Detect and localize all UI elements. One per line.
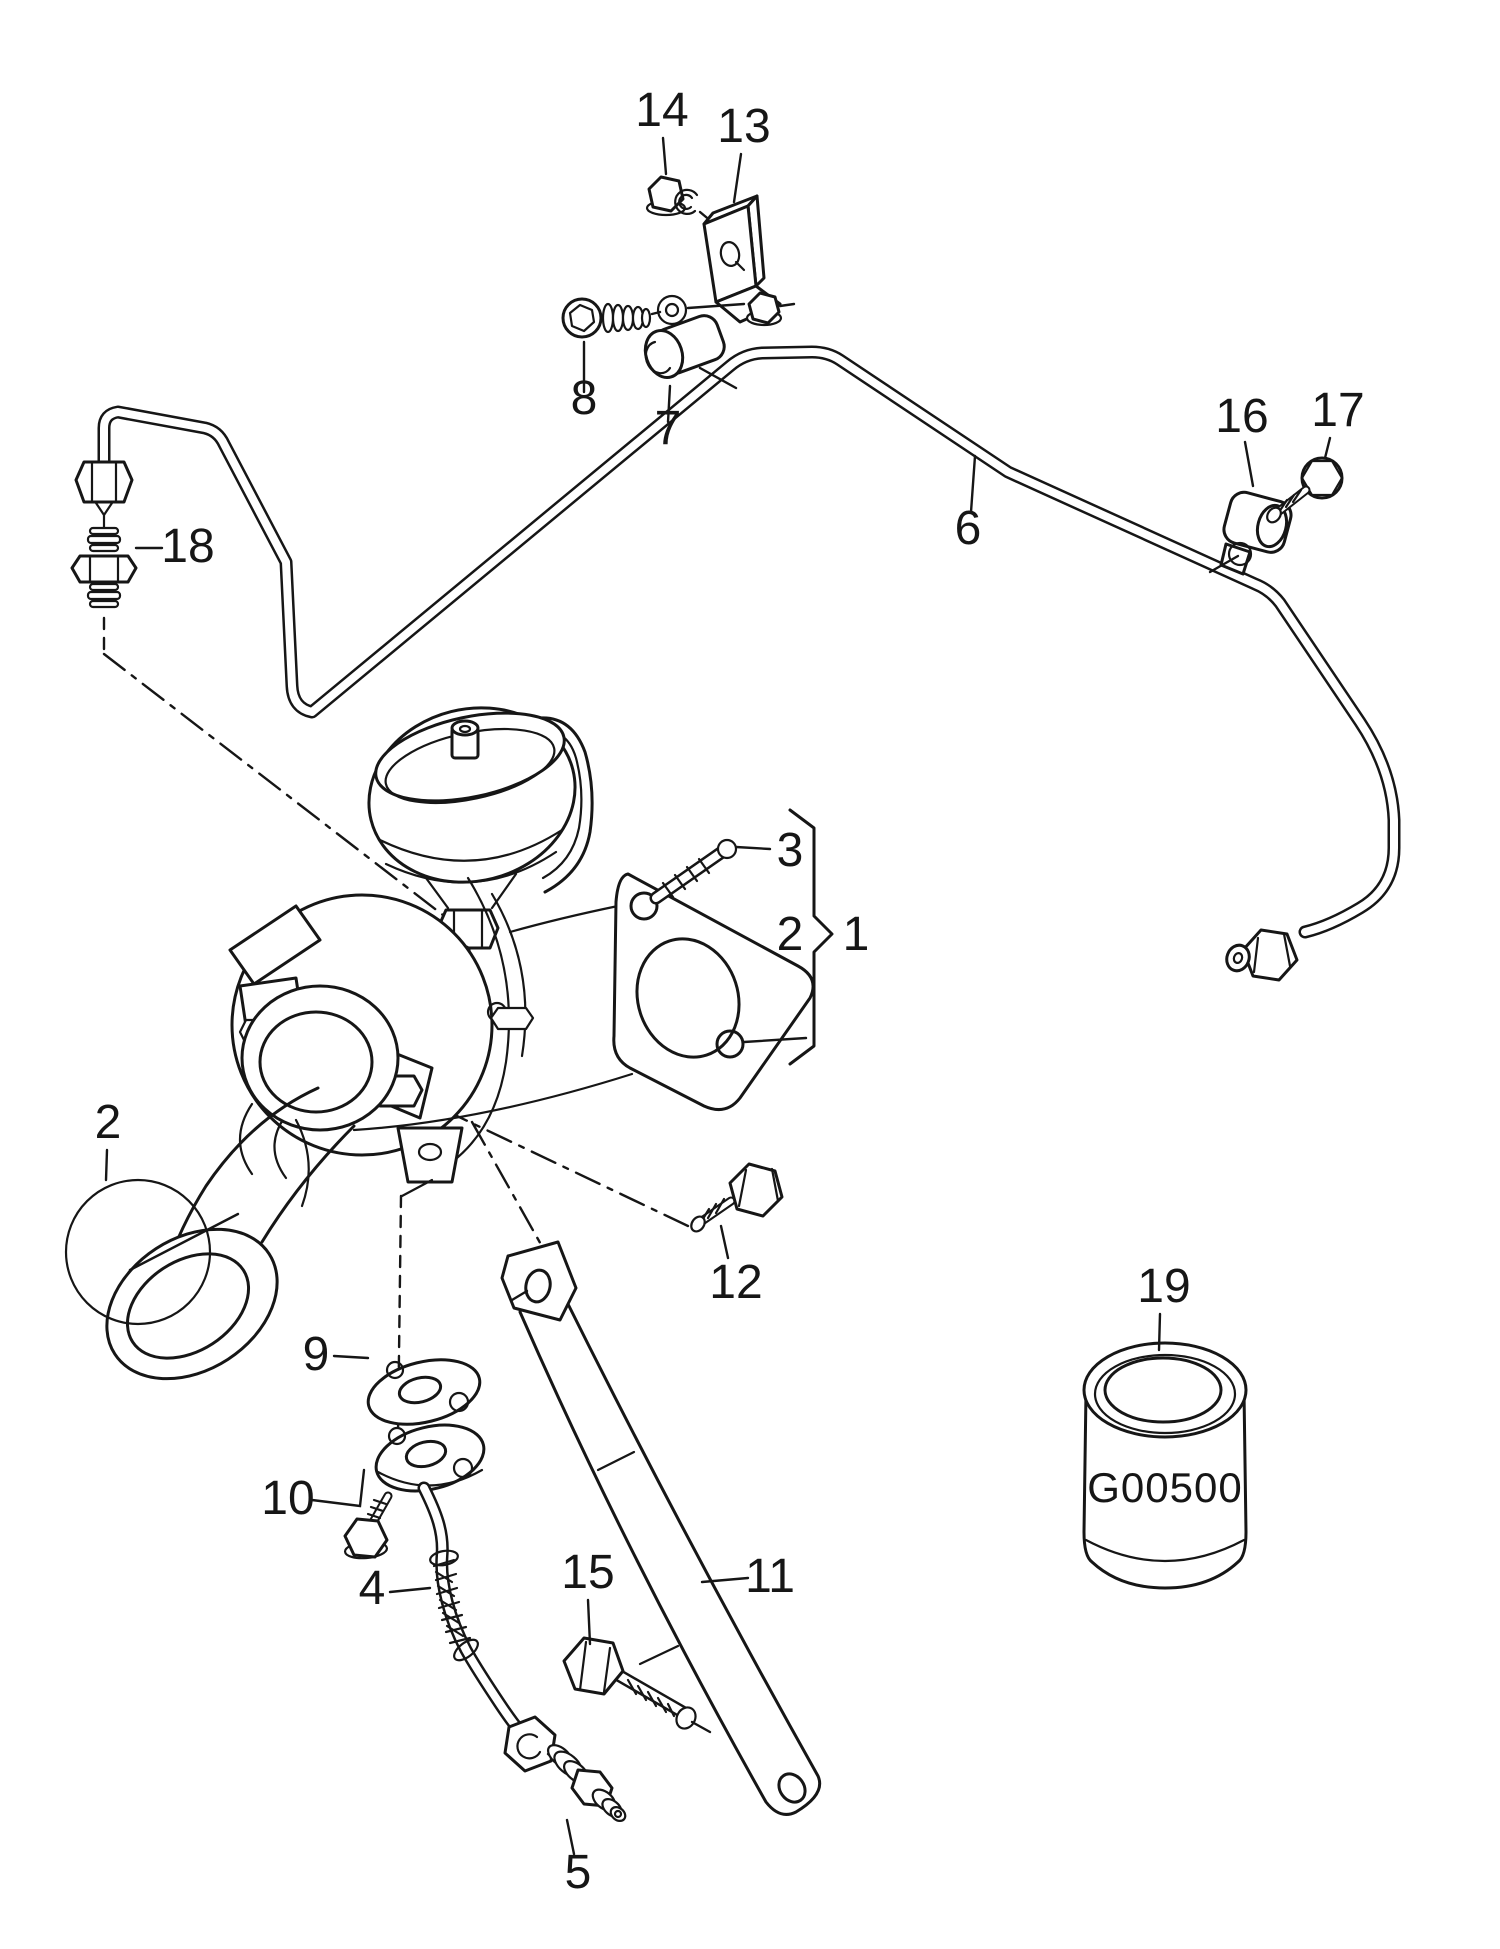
callout-19: 19 <box>1137 1260 1190 1313</box>
braid-texture <box>432 1558 472 1645</box>
clamp-7 <box>643 314 738 390</box>
gasket-9 <box>366 1358 482 1426</box>
callout-15: 15 <box>561 1546 614 1599</box>
sealant-can-19: G00500 <box>1082 1341 1248 1590</box>
bolt-15 <box>562 1636 712 1734</box>
callout-16: 16 <box>1215 390 1268 443</box>
callout-1: 1 <box>843 908 870 961</box>
support-bracket-11 <box>500 1240 822 1816</box>
bolt-8 <box>561 297 652 339</box>
pipe-end-nut <box>1225 928 1299 982</box>
callout-13: 13 <box>717 100 770 153</box>
callout-7: 7 <box>655 402 682 455</box>
fitting-18 <box>70 526 138 609</box>
vacuum-pipe-6 <box>97 345 1401 939</box>
callout-3: 3 <box>777 824 804 877</box>
turbine-elbow <box>105 1086 356 1381</box>
callout-8: 8 <box>571 372 598 425</box>
callout-9: 9 <box>303 1328 330 1381</box>
callout-6: 6 <box>955 502 982 555</box>
callout-leaders <box>104 136 1332 1856</box>
callout-5: 5 <box>565 1846 592 1899</box>
washer-8 <box>650 294 746 326</box>
fitting-5 <box>547 1744 627 1822</box>
clamp-16 <box>1208 490 1293 576</box>
gasket-2 <box>64 1178 240 1326</box>
callout-2: 2 <box>777 908 804 961</box>
turbo-housing <box>228 876 634 1198</box>
bolt-12 <box>690 1162 784 1233</box>
callout-14: 14 <box>635 84 688 137</box>
bracket-13 <box>702 194 796 327</box>
oil-pipe-flange <box>374 1423 486 1493</box>
callout-12: 12 <box>709 1256 762 1309</box>
union-nut-left <box>74 460 134 530</box>
callout-2-left: 2 <box>95 1096 122 1149</box>
dash-dot-leaders <box>102 616 690 1436</box>
stud-3 <box>649 838 738 905</box>
callout-4: 4 <box>359 1562 386 1615</box>
callout-labels: 1 2 2 3 4 5 6 7 8 9 10 11 12 13 14 15 16… <box>95 84 1365 1899</box>
callout-10: 10 <box>261 1472 314 1525</box>
oil-return-pipe-4 <box>417 1481 562 1773</box>
bolt-17 <box>1266 456 1344 524</box>
callout-17: 17 <box>1311 384 1364 437</box>
bolt-10 <box>343 1491 393 1560</box>
callout-18: 18 <box>161 520 214 573</box>
callout-11: 11 <box>745 1550 795 1603</box>
can-code: G00500 <box>1087 1464 1242 1511</box>
mounting-plate-2 <box>486 872 815 1112</box>
brace-group-1 <box>734 808 834 1066</box>
nut-14 <box>645 175 714 224</box>
